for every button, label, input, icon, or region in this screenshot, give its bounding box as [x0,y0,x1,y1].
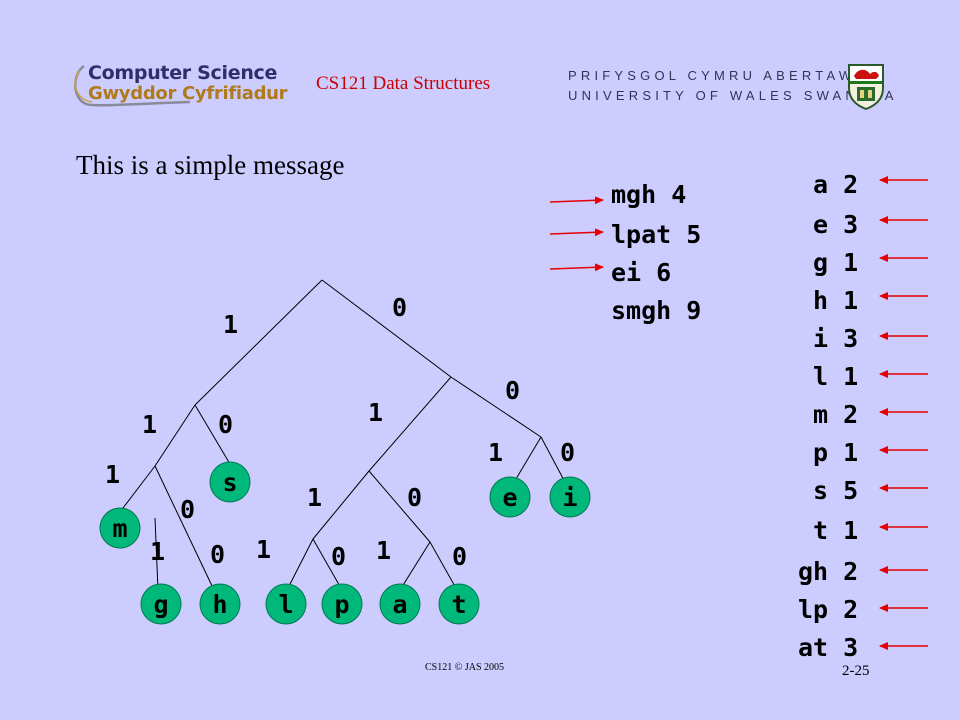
tree-edge [154,517,159,591]
page-number: 2-25 [842,663,870,679]
frequency-item: e 3 [813,210,859,239]
edge-label: 0 [210,540,225,569]
leaf-node: e [489,476,531,518]
merge-step: mgh 4 [611,180,687,209]
tree-edge [429,541,458,591]
leaf-node: m [99,507,141,549]
merge-step: smgh 9 [611,296,702,325]
frequency-item: t 1 [813,516,859,545]
leaf-node: i [549,476,591,518]
frequency-item: h 1 [813,286,859,315]
leaf-node: p [321,583,363,625]
edge-label: 1 [223,310,238,339]
logo-line-english: Computer Science [88,62,278,84]
university-name-welsh: PRIFYSGOL CYMRU ABERTAWE [568,68,869,83]
edge-label: 1 [105,460,120,489]
leaf-label: t [451,590,466,619]
logo-swirl-icon [74,64,191,107]
tree-edge [321,279,452,378]
edge-label: 0 [505,376,520,405]
edge-label: 1 [368,398,383,427]
edge-label: 0 [331,542,346,571]
university-crest-icon [848,64,884,110]
tree-edge [512,436,542,485]
frequency-item: l 1 [813,362,859,391]
tree-edge [368,470,431,543]
frequency-item: at 3 [798,633,859,662]
tree-leaves: s m g h l p a t [99,461,591,625]
edge-label: 1 [256,535,271,564]
frequency-item: a 2 [813,170,859,199]
arrow-icon [549,263,604,272]
leaf-node: l [265,583,307,625]
leaf-node: a [379,583,421,625]
tree-edge [286,538,314,591]
leaf-label: h [212,590,227,619]
merge-arrows [549,196,604,272]
arrow-icon [549,196,604,205]
tree-edge [450,376,542,438]
frequency-item: s 5 [813,476,859,505]
edge-label: 0 [560,438,575,467]
frequency-item: m 2 [813,400,859,429]
leaf-label: m [112,514,127,543]
tree-edge [194,279,323,406]
university-name-english: UNIVERSITY OF WALES SWANSEA [568,88,898,103]
frequency-item: g 1 [813,248,859,277]
edge-label: 1 [376,536,391,565]
edge-label: 0 [392,293,407,322]
leaf-node: t [438,583,480,625]
leaf-label: l [278,590,293,619]
merge-step: lpat 5 [611,220,702,249]
leaf-label: a [392,590,407,619]
tree-edge [154,404,196,467]
frequency-item: p 1 [813,438,859,467]
leaf-node: s [209,461,251,503]
leaf-label: p [334,590,349,619]
tree-edge [119,465,156,513]
arrow-icon [549,228,604,237]
edge-label: 1 [142,410,157,439]
frequency-item: lp 2 [798,595,859,624]
tree-edge [194,404,231,465]
frequency-arrows [879,176,928,650]
edge-label: 0 [180,495,195,524]
edge-label: 0 [218,410,233,439]
leaf-label: e [502,483,517,512]
computer-science-logo: Computer Science Gwyddor Cyfrifiadur [70,60,300,108]
leaf-node: h [199,583,241,625]
course-title: CS121 Data Structures [316,73,491,94]
tree-edges [119,279,567,591]
tree-edge [312,470,370,540]
edge-labels: 1 0 1 0 1 0 1 0 1 0 1 0 1 0 1 0 1 0 [105,293,575,571]
frequency-item: gh 2 [798,557,859,586]
leaf-label: i [562,483,577,512]
tree-edge [154,465,214,589]
tree-edge [312,538,343,591]
edge-label: 1 [307,483,322,512]
tree-edge [368,376,452,472]
tree-edge [399,541,431,591]
slide-heading: This is a simple message [76,150,345,180]
footer-copyright: CS121 © JAS 2005 [425,662,505,673]
edge-label: 0 [407,483,422,512]
edge-label: 1 [150,537,165,566]
edge-label: 1 [488,438,503,467]
leaf-label: g [153,590,168,619]
merge-step: ei 6 [611,258,672,287]
edge-label: 0 [452,542,467,571]
logo-line-welsh: Gwyddor Cyfrifiadur [88,83,288,104]
leaf-label: s [222,468,237,497]
leaf-node: g [140,583,182,625]
tree-edge [540,436,567,485]
frequency-item: i 3 [813,324,859,353]
